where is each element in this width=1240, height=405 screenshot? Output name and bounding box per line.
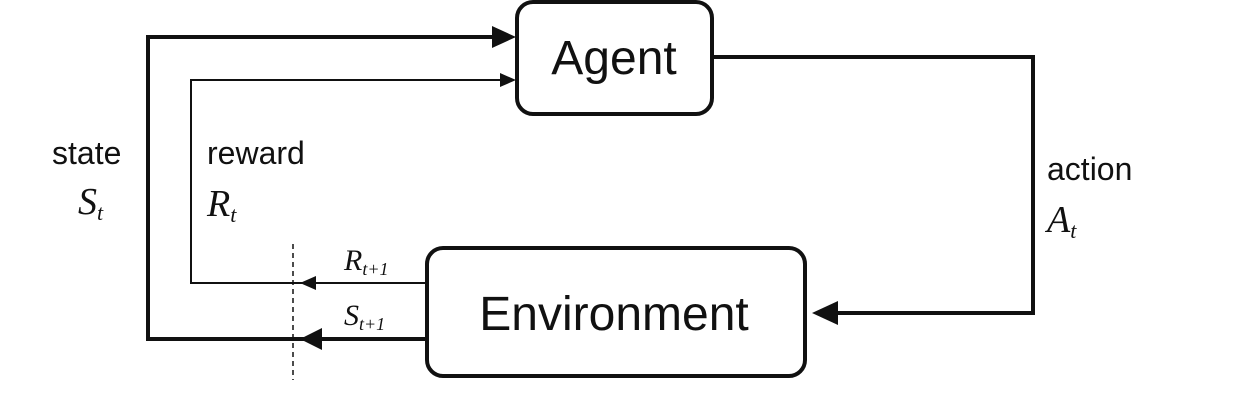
- state-symbol: St: [78, 181, 104, 225]
- action-label: action: [1047, 151, 1132, 187]
- environment-box: [425, 246, 807, 378]
- environment-label: Environment: [479, 288, 748, 341]
- next-state-symbol: St+1: [344, 299, 385, 334]
- action-line: [712, 55, 1035, 315]
- next-reward-arrowhead: [300, 276, 316, 290]
- reward-symbol: Rt: [206, 183, 237, 227]
- state-feedback-line: [146, 35, 498, 341]
- action-symbol: At: [1044, 199, 1077, 243]
- reward-label: reward: [207, 135, 305, 171]
- action-arrowhead: [812, 301, 838, 325]
- next-reward-symbol: Rt+1: [343, 244, 388, 279]
- state-label: state: [52, 135, 121, 171]
- state-arrowhead: [492, 26, 516, 48]
- next-state-arrowhead: [300, 328, 322, 350]
- agent-label: Agent: [551, 32, 676, 85]
- reward-arrowhead: [500, 73, 516, 87]
